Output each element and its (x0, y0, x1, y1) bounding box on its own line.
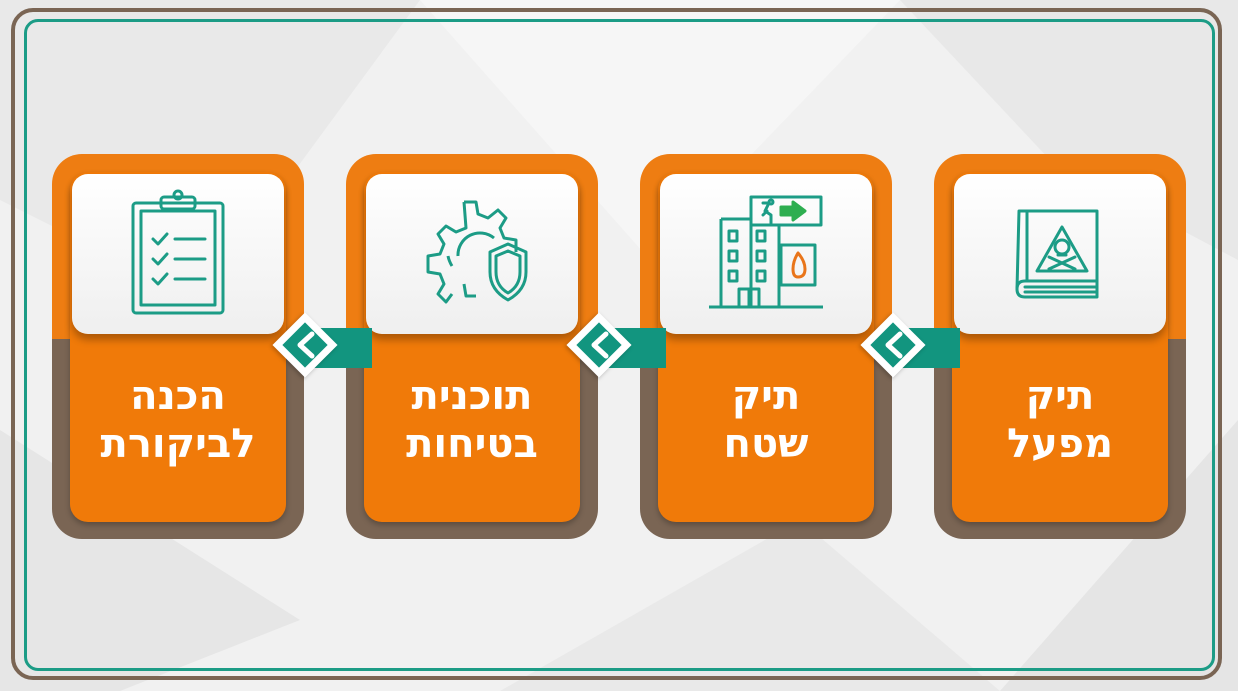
step-card-factory-file: תיק מפעל (934, 154, 1186, 539)
inner-frame (24, 19, 1215, 671)
icon-panel (366, 174, 578, 334)
step-title-line2: מפעל (1006, 421, 1114, 467)
step-connector (272, 312, 372, 378)
step-title-line1: תיק (1025, 373, 1095, 419)
step-title: תיק שטח (658, 372, 874, 468)
step-title-line2: בטיחות (406, 421, 538, 467)
step-title: הכנה לביקורת (70, 372, 286, 468)
step-title-line2: שטח (723, 421, 809, 467)
chevron-left-icon (591, 331, 609, 359)
chevron-left-icon (297, 331, 315, 359)
building-exit-fire-icon (709, 195, 823, 309)
step-title-line1: תוכנית (411, 373, 533, 419)
step-title-line1: הכנה (130, 373, 226, 419)
icon-panel (72, 174, 284, 334)
chevron-left-icon (885, 331, 903, 359)
step-title-line1: תיק (731, 373, 801, 419)
step-connector (566, 312, 666, 378)
outer-frame (11, 8, 1222, 680)
step-card-safety-plan: תוכנית בטיחות (346, 154, 598, 539)
step-title: תיק מפעל (952, 372, 1168, 468)
clipboard-checklist-icon (131, 189, 225, 315)
icon-panel (660, 174, 872, 334)
hazard-book-icon (1015, 209, 1099, 299)
step-title-line2: לביקורת (100, 421, 256, 467)
step-card-field-file: תיק שטח (640, 154, 892, 539)
step-title: תוכנית בטיחות (364, 372, 580, 468)
gear-shield-icon (426, 200, 528, 304)
icon-panel (954, 174, 1166, 334)
step-connector (860, 312, 960, 378)
step-card-inspection-prep: הכנה לביקורת (52, 154, 304, 539)
